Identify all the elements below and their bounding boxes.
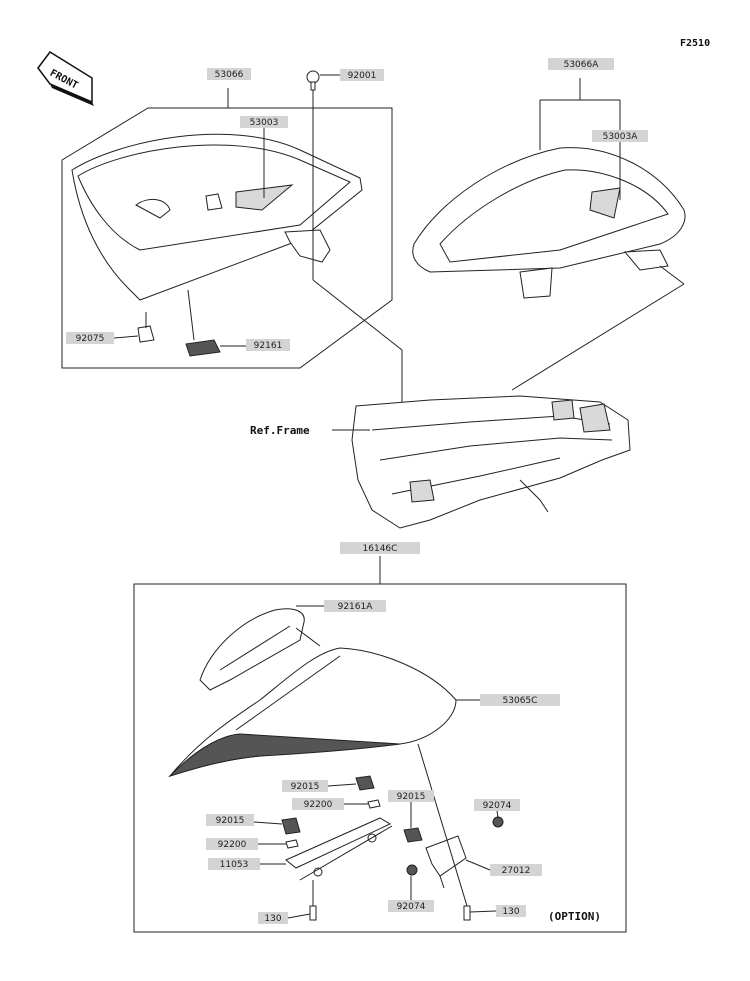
label-92161A: 92161A — [324, 600, 386, 612]
damper-92075 — [137, 312, 155, 343]
collar-92200b — [285, 839, 299, 849]
bracket-11053 — [285, 817, 393, 881]
cowl-92161A — [199, 605, 324, 691]
label-92015-left: 92015 — [206, 814, 283, 826]
damper-92161 — [185, 289, 221, 357]
svg-text:11053: 11053 — [220, 860, 249, 870]
svg-text:92161: 92161 — [254, 341, 283, 351]
svg-text:53065C: 53065C — [503, 696, 538, 706]
svg-text:92001: 92001 — [348, 71, 377, 81]
svg-text:53003A: 53003A — [603, 132, 639, 142]
svg-text:92015: 92015 — [291, 782, 320, 792]
label-53065C: 53065C — [480, 694, 560, 706]
label-92015-mid: 92015 — [388, 790, 434, 828]
svg-text:92200: 92200 — [218, 840, 247, 850]
svg-text:53066: 53066 — [215, 70, 244, 80]
clip-92015c — [403, 827, 423, 843]
clip-92015a — [355, 775, 375, 791]
label-53066A: 53066A — [548, 58, 614, 70]
option-label: (OPTION) — [548, 910, 601, 923]
svg-text:92074: 92074 — [483, 801, 512, 811]
svg-text:92015: 92015 — [216, 816, 245, 826]
svg-text:27012: 27012 — [502, 866, 531, 876]
passenger-seat-group — [412, 78, 686, 391]
svg-text:92075: 92075 — [76, 334, 105, 344]
label-92074-lower: 92074 — [388, 876, 434, 912]
label-53003A: 53003A — [592, 130, 648, 142]
cap-92074b — [406, 864, 418, 876]
label-130-right: 130 — [469, 905, 526, 917]
label-16146C: 16146C — [340, 542, 420, 554]
svg-text:92074: 92074 — [397, 902, 426, 912]
label-27012: 27012 — [490, 864, 542, 876]
bracket-27012 — [425, 835, 491, 889]
svg-text:92200: 92200 — [304, 800, 333, 810]
svg-text:130: 130 — [502, 907, 519, 917]
label-92075: 92075 — [66, 332, 139, 344]
label-130-left: 130 — [258, 912, 311, 924]
label-92200-left: 92200 — [206, 838, 286, 850]
label-92161: 92161 — [220, 339, 290, 351]
label-53003: 53003 — [240, 116, 288, 128]
clip-92015b — [281, 817, 301, 835]
seat-cover-53065C — [168, 647, 480, 778]
svg-text:130: 130 — [264, 914, 281, 924]
bolt-130a — [309, 880, 317, 921]
svg-text:92161A: 92161A — [338, 602, 374, 612]
front-arrow-icon: FRONT — [37, 51, 94, 106]
label-11053: 11053 — [208, 858, 286, 870]
collar-92200a — [367, 799, 381, 809]
diagram-code: F2510 — [680, 38, 710, 49]
bolt-130b — [417, 743, 471, 921]
rider-seat-group — [61, 88, 393, 369]
svg-text:53003: 53003 — [250, 118, 279, 128]
svg-text:16146C: 16146C — [363, 544, 398, 554]
label-92015-upper: 92015 — [282, 780, 357, 792]
ref-frame-label: Ref.Frame — [250, 424, 310, 437]
svg-text:53066A: 53066A — [564, 60, 600, 70]
svg-text:92015: 92015 — [397, 792, 426, 802]
frame: Ref.Frame — [250, 395, 631, 529]
label-92074-upper: 92074 — [474, 799, 520, 818]
option-box — [133, 583, 627, 933]
cap-92074a — [492, 816, 504, 828]
label-92200-upper: 92200 — [292, 798, 368, 810]
label-53066: 53066 — [207, 68, 251, 80]
label-92001: 92001 — [320, 69, 384, 81]
